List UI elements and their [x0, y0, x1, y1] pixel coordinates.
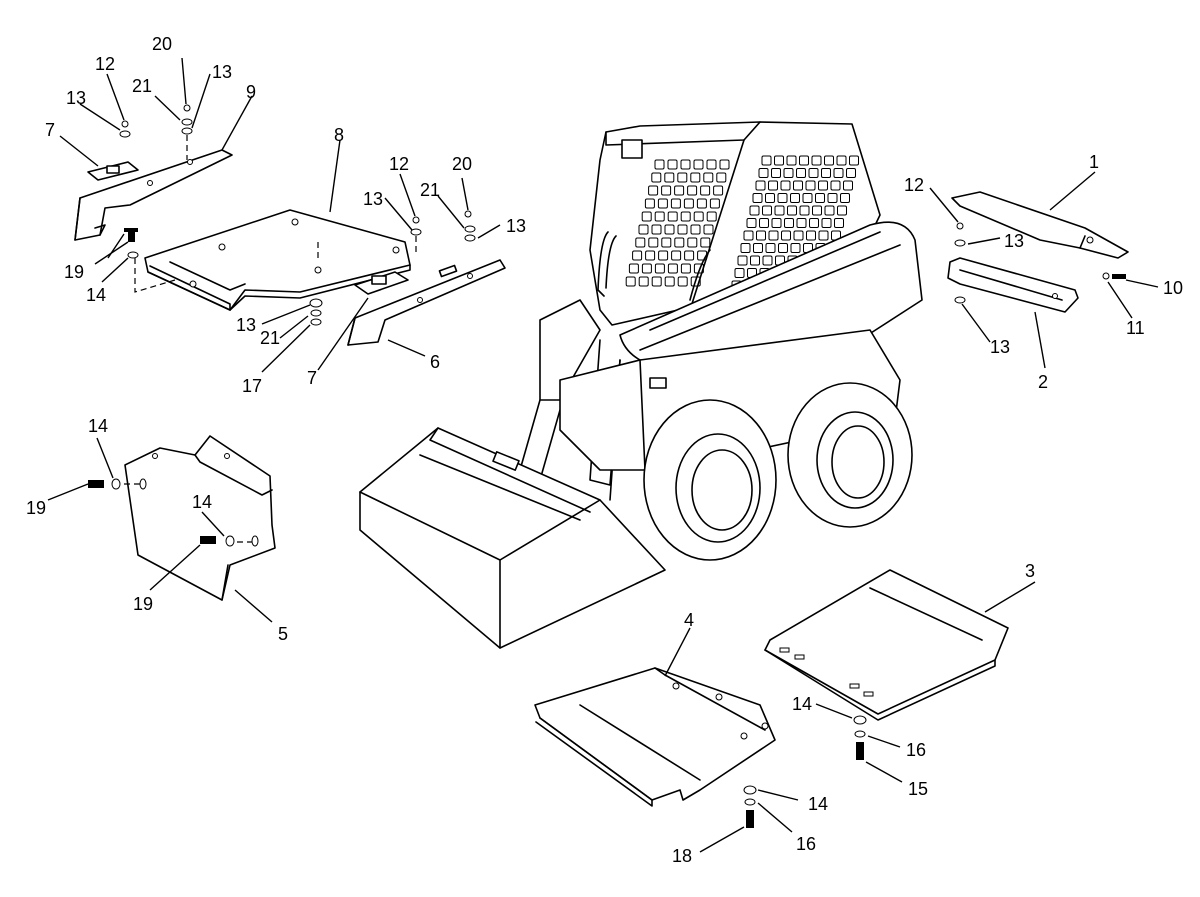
callout-21-c: 21	[260, 328, 280, 348]
bucket	[359, 427, 666, 649]
skid-steer-loader	[359, 121, 923, 649]
panel-2	[947, 257, 1079, 313]
hardware	[88, 104, 1126, 828]
callout-16-a: 16	[906, 740, 926, 760]
panel-6	[347, 259, 506, 346]
callout-labels: 1 2 3 4 5 6 7 7 8 9 10 11 12 12 12 13 13…	[26, 34, 1183, 866]
callout-7-mid: 7	[307, 368, 317, 388]
callout-20-b: 20	[452, 154, 472, 174]
callout-21-b: 21	[420, 180, 440, 200]
callout-14-c: 14	[192, 492, 212, 512]
bracket-7-left	[87, 161, 139, 181]
callout-13-a: 13	[66, 88, 86, 108]
panel-5	[124, 435, 276, 601]
callout-8: 8	[334, 125, 344, 145]
callout-14-b: 14	[88, 416, 108, 436]
rear-tire	[787, 382, 913, 528]
callout-11: 11	[1126, 318, 1145, 338]
callout-10: 10	[1163, 278, 1183, 298]
callout-19-b: 19	[26, 498, 46, 518]
callout-13-e: 13	[1004, 231, 1024, 251]
callout-12-c: 12	[904, 175, 924, 195]
callout-3: 3	[1025, 561, 1035, 581]
callout-13-d: 13	[506, 216, 526, 236]
callout-15: 15	[908, 779, 928, 799]
panel-1	[951, 191, 1129, 259]
callout-14-a: 14	[86, 285, 106, 305]
callout-19-a: 19	[64, 262, 84, 282]
callout-13-c: 13	[363, 189, 383, 209]
callout-14-d: 14	[792, 694, 812, 714]
panel-4	[534, 667, 776, 807]
callout-7-top: 7	[45, 120, 55, 140]
leader-lines	[47, 57, 1159, 853]
callout-1: 1	[1089, 152, 1099, 172]
callout-4: 4	[684, 610, 694, 630]
bracket-7-middle	[354, 271, 409, 295]
callout-19-c: 19	[133, 594, 153, 614]
callout-21-a: 21	[132, 76, 152, 96]
callout-16-b: 16	[796, 834, 816, 854]
callout-12-a: 12	[95, 54, 115, 74]
callout-17: 17	[242, 376, 262, 396]
front-tire	[643, 399, 777, 561]
callout-9: 9	[246, 82, 256, 102]
callout-14-e: 14	[808, 794, 828, 814]
panel-8	[134, 209, 411, 311]
callout-13-b: 13	[212, 62, 232, 82]
panel-3	[764, 569, 1009, 721]
callout-5: 5	[278, 624, 288, 644]
callout-2: 2	[1038, 372, 1048, 392]
panel-9	[74, 149, 233, 241]
callout-13-g: 13	[236, 315, 256, 335]
callout-6: 6	[430, 352, 440, 372]
callout-12-b: 12	[389, 154, 409, 174]
callout-20-a: 20	[152, 34, 172, 54]
callout-13-f: 13	[990, 337, 1010, 357]
callout-18: 18	[672, 846, 692, 866]
